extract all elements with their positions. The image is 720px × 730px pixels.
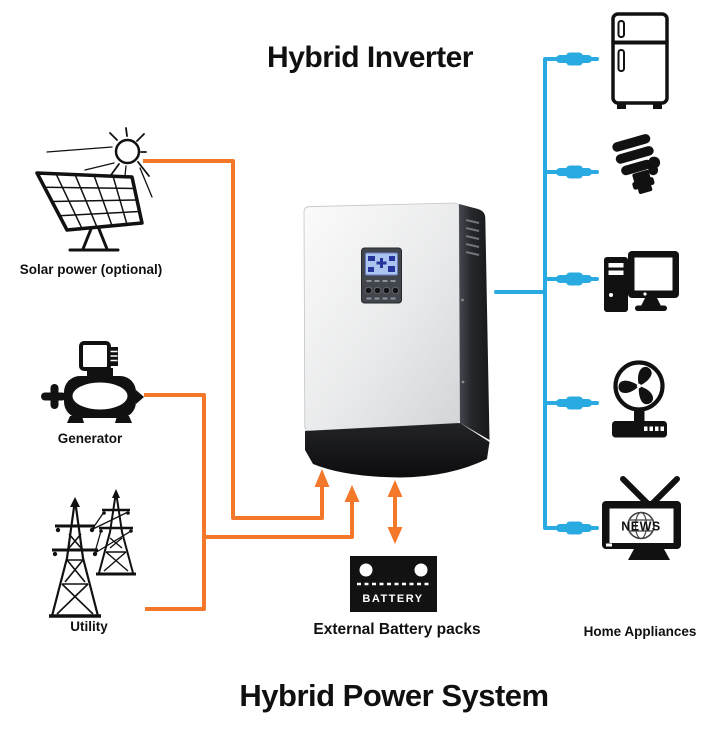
inverter-display — [361, 247, 402, 304]
cfl-bulb-icon — [612, 134, 661, 194]
battery-icon: BATTERY — [350, 556, 437, 612]
inverter-device — [303, 202, 490, 478]
solar-panel-icon — [35, 171, 144, 252]
globe-graphic — [627, 511, 655, 540]
diagram-title-bottom: Hybrid Power System — [239, 678, 549, 713]
solar-label: Solar power (optional) — [19, 262, 163, 277]
external-battery-label: External Battery packs — [313, 621, 481, 638]
computer-icon — [604, 251, 679, 312]
diagram-title-top: Hybrid Inverter — [267, 41, 473, 74]
generator-icon — [41, 341, 144, 423]
battery-device-text: BATTERY — [362, 593, 423, 605]
vent-slits — [465, 219, 480, 256]
sun-icon — [46, 127, 153, 198]
utility-towers-icon — [49, 489, 136, 618]
home-appliances-label: Home Appliances — [583, 624, 697, 639]
fan-icon — [612, 360, 667, 438]
utility-label: Utility — [70, 619, 108, 634]
inverter-buttons[interactable] — [364, 286, 400, 295]
source-wiring — [143, 159, 403, 611]
generator-label: Generator — [57, 431, 123, 446]
plug-icon — [556, 52, 592, 535]
refrigerator-icon — [611, 12, 669, 109]
load-wiring — [494, 52, 599, 535]
tv-screen-text: NEWS — [621, 520, 661, 534]
tv-icon: NEWS — [602, 476, 681, 560]
